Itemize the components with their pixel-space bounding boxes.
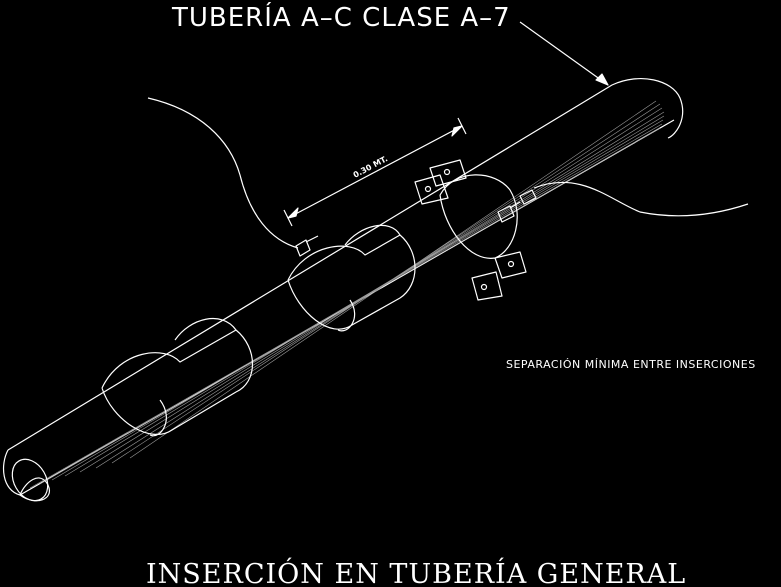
pipe-title: TUBERÍA A–C CLASE A–7 bbox=[171, 1, 511, 33]
separation-note: SEPARACIÓN MÍNIMA ENTRE INSERCIONES bbox=[506, 358, 756, 371]
dimension-line bbox=[283, 117, 467, 227]
collar-left bbox=[101, 317, 254, 437]
fitting-left bbox=[295, 235, 319, 257]
dimension-arrow-left bbox=[287, 207, 299, 219]
pipe-hatching bbox=[29, 100, 665, 489]
saddle-clamp bbox=[414, 159, 527, 301]
title-leader-arrow bbox=[595, 73, 609, 86]
pipe-left-end bbox=[11, 458, 49, 502]
fitting-right bbox=[497, 189, 537, 223]
bolt-3 bbox=[507, 260, 515, 268]
drawing-caption: INSERCIÓN EN TUBERÍA GENERAL bbox=[146, 556, 686, 587]
title-leader-line bbox=[519, 21, 609, 86]
bolt-2 bbox=[480, 283, 488, 291]
bolt-1 bbox=[424, 185, 432, 193]
collar-middle bbox=[287, 224, 416, 332]
tubing-left bbox=[147, 97, 299, 249]
dimension-arrow-right bbox=[451, 125, 463, 137]
tubing-right bbox=[533, 181, 749, 217]
pipe-assembly bbox=[2, 21, 749, 502]
bolt-4 bbox=[443, 168, 451, 176]
pipe-body bbox=[2, 78, 684, 502]
